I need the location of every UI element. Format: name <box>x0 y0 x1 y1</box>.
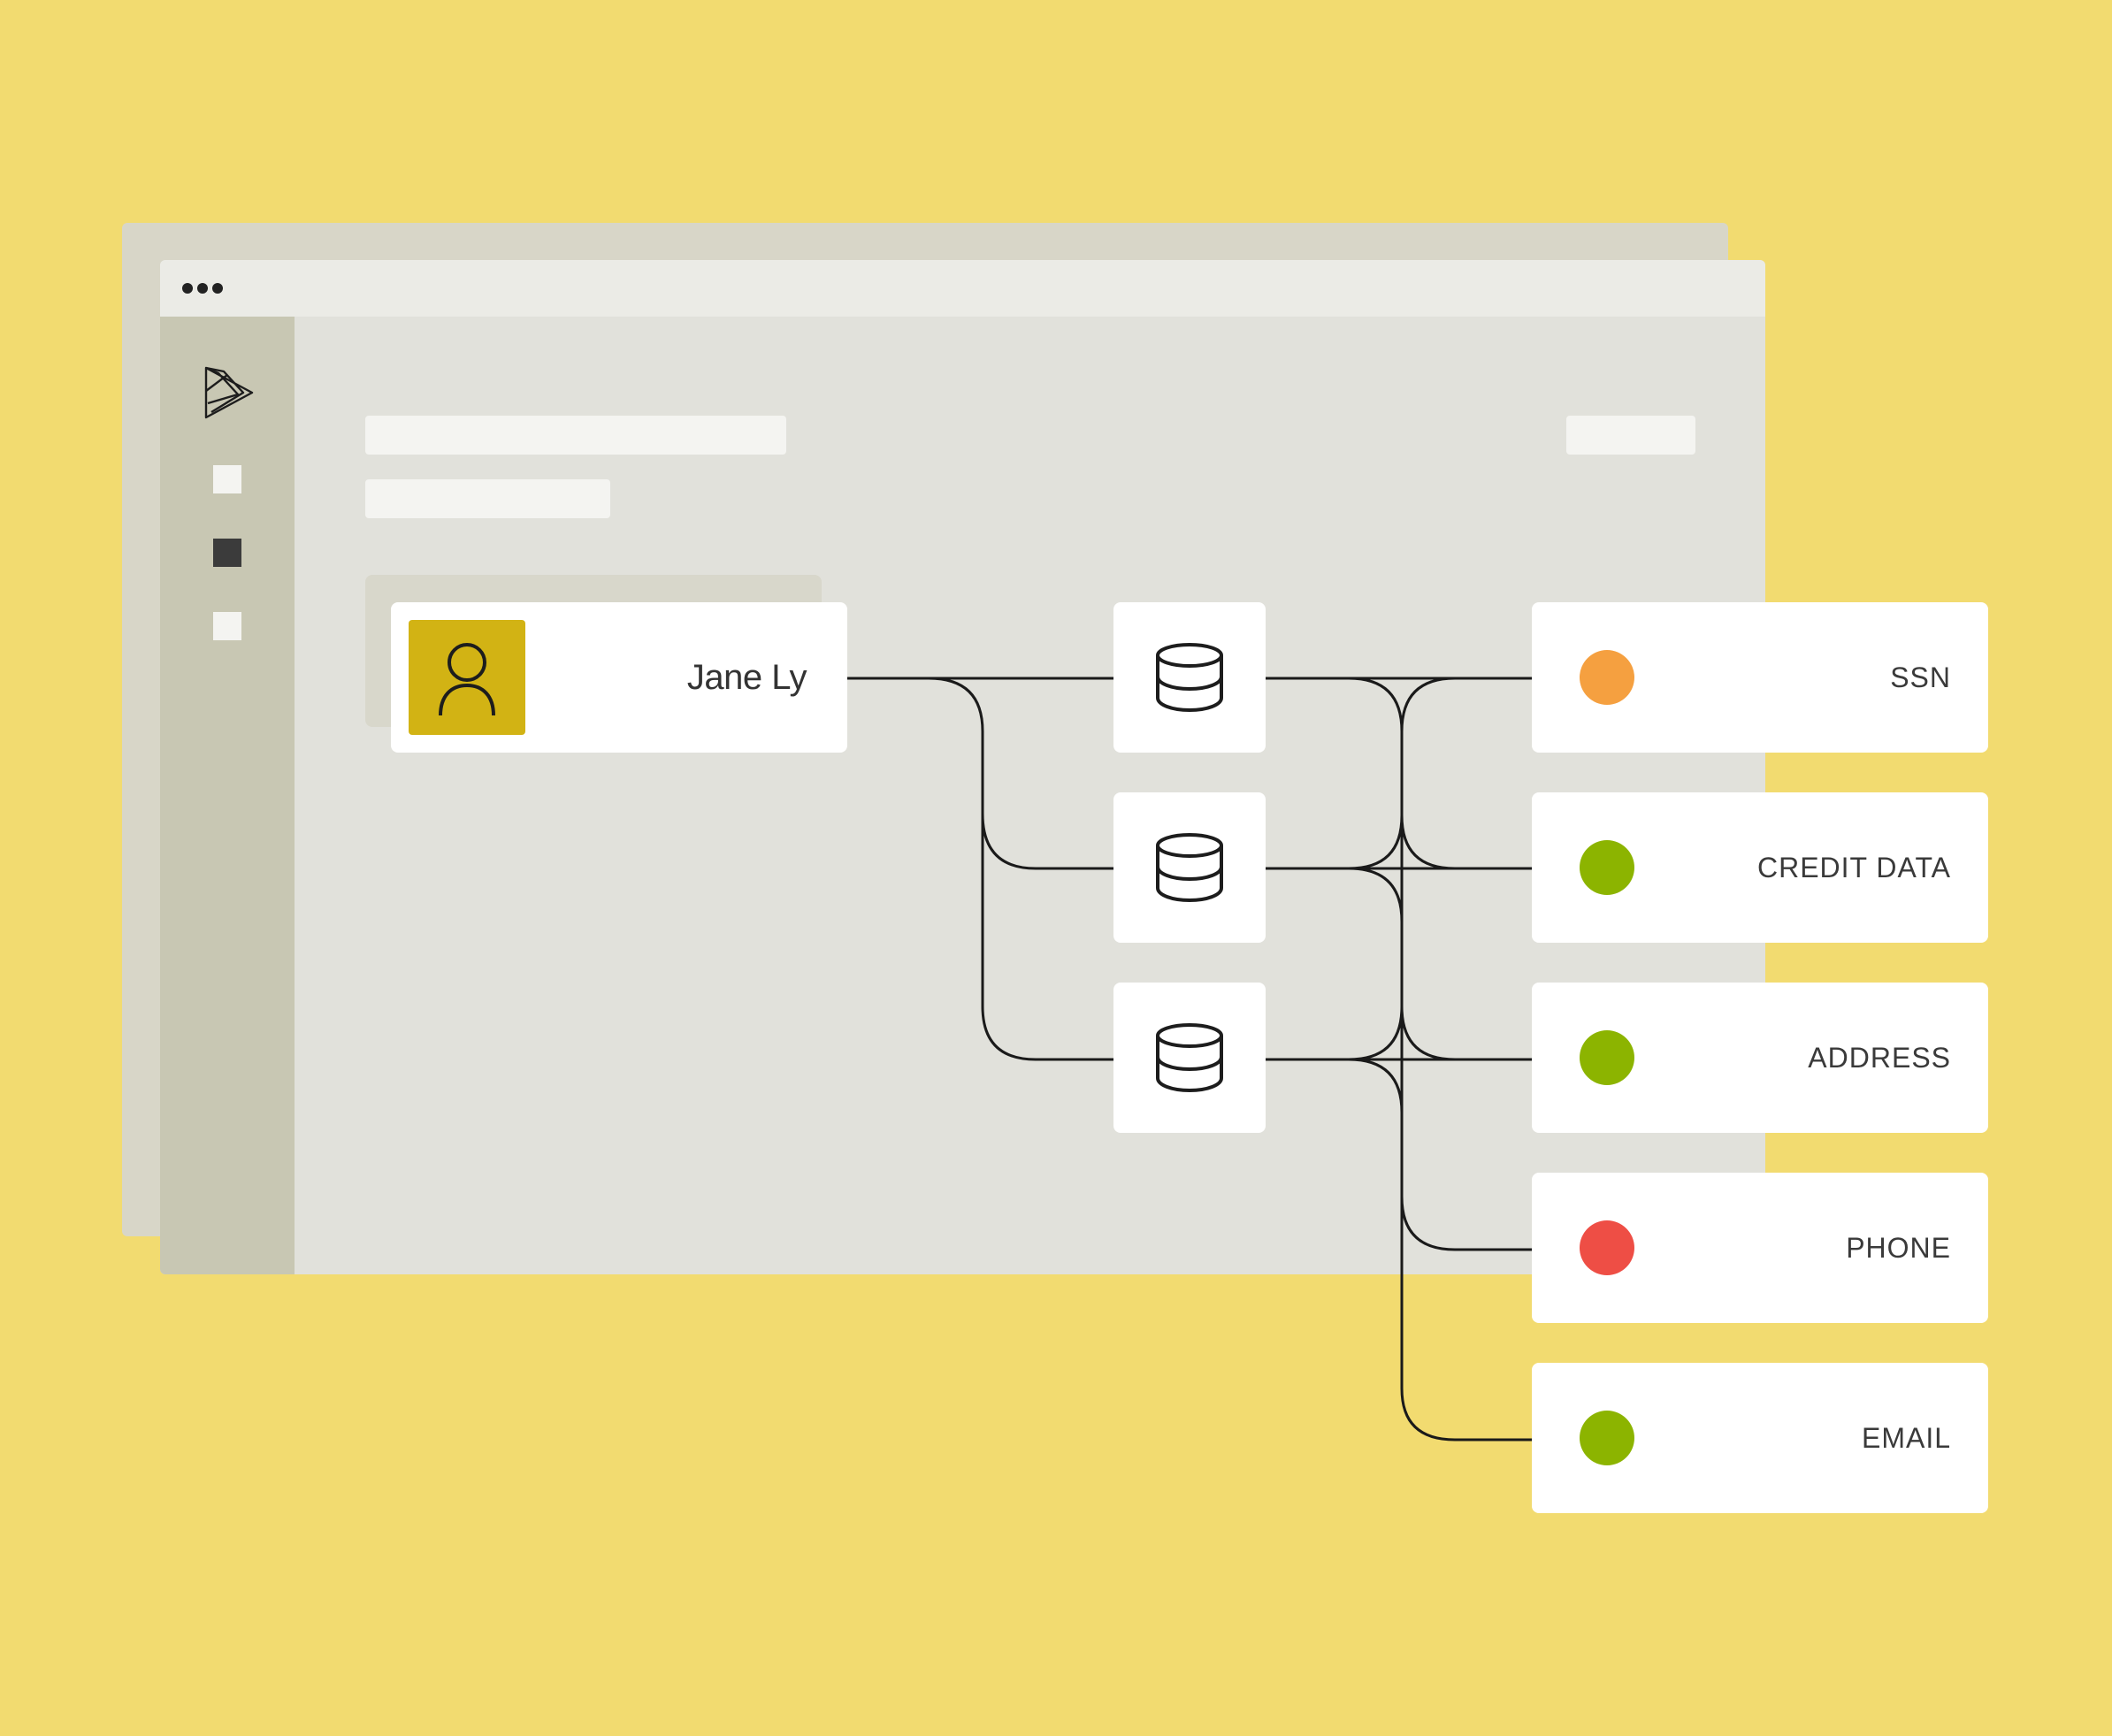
avatar <box>409 620 525 735</box>
user-icon <box>439 643 495 715</box>
action-button-placeholder[interactable] <box>1566 416 1695 455</box>
more-horizontal-icon[interactable] <box>180 260 233 317</box>
window-titlebar <box>160 260 1765 317</box>
data-type-card-address[interactable]: ADDRESS <box>1532 983 1988 1133</box>
layered-triangle-logo <box>204 366 254 419</box>
data-type-label: CREDIT DATA <box>1756 852 1951 883</box>
data-type-card-ssn[interactable]: SSN <box>1532 602 1988 753</box>
app-window <box>160 260 1765 1274</box>
data-type-label: ADDRESS <box>1808 1042 1951 1074</box>
data-type-card-credit-data[interactable]: CREDIT DATA <box>1532 792 1988 943</box>
data-type-card-phone[interactable]: PHONE <box>1532 1173 1988 1323</box>
person-name: Jane Ly <box>686 658 807 697</box>
status-indicator <box>1580 840 1634 895</box>
sidebar-item-3[interactable] <box>213 612 241 640</box>
data-type-card-email[interactable]: EMAIL <box>1532 1363 1988 1513</box>
database-icon <box>1156 643 1223 713</box>
status-indicator <box>1580 1411 1634 1465</box>
title-placeholder <box>365 416 786 455</box>
sidebar-item-1[interactable] <box>213 465 241 493</box>
database-card-2[interactable] <box>1113 792 1266 943</box>
sidebar-item-2-active[interactable] <box>213 539 241 567</box>
database-card-1[interactable] <box>1113 602 1266 753</box>
status-indicator <box>1580 650 1634 705</box>
status-indicator <box>1580 1030 1634 1085</box>
data-type-label: EMAIL <box>1861 1422 1951 1454</box>
sidebar <box>160 317 295 1274</box>
status-indicator <box>1580 1220 1634 1275</box>
data-type-label: PHONE <box>1846 1232 1951 1264</box>
person-card[interactable]: Jane Ly <box>391 602 847 753</box>
data-type-label: SSN <box>1890 662 1951 693</box>
database-icon <box>1156 1023 1223 1093</box>
database-card-3[interactable] <box>1113 983 1266 1133</box>
subtitle-placeholder <box>365 479 610 518</box>
database-icon <box>1156 833 1223 903</box>
